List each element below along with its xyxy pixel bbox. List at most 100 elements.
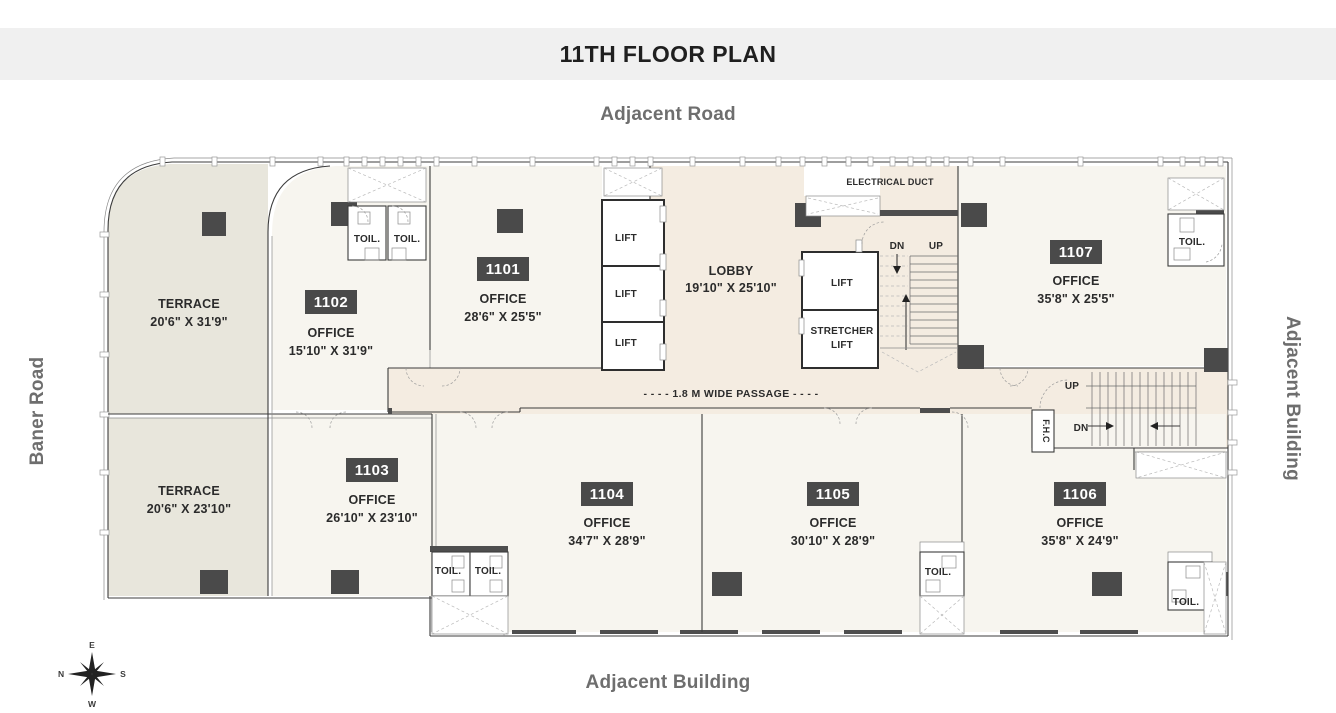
toilet-block-1105: TOIL. xyxy=(919,541,965,635)
lobby-dim: 19'10" X 25'10" xyxy=(685,281,777,295)
lift-door xyxy=(660,206,666,222)
compass-label-north: N xyxy=(58,669,64,679)
door-swing-1105 xyxy=(823,407,841,425)
toilet-block-1106: TOIL. xyxy=(1167,551,1227,635)
stair-right-up-label: UP xyxy=(1065,381,1079,392)
door-swing-1101b xyxy=(441,367,461,387)
lobby-label: LOBBY xyxy=(709,264,754,278)
column xyxy=(961,203,987,227)
unit-1107-badge xyxy=(1050,240,1102,264)
window-marks-top xyxy=(159,156,1224,167)
lift-3-label: LIFT xyxy=(615,338,637,349)
compass-label-east: E xyxy=(89,640,95,650)
terrace-lower-dim: 20'6" X 23'10" xyxy=(147,502,232,516)
column xyxy=(958,345,984,369)
door-swing-1105b xyxy=(855,407,873,425)
electrical-duct-label: ELECTRICAL DUCT xyxy=(846,177,934,187)
terrace-lower-fill xyxy=(108,418,268,596)
window-marks-left xyxy=(99,231,110,536)
unit-1101-badge xyxy=(477,257,529,281)
stair-up-arrow-head xyxy=(902,294,910,302)
unit-1104-badge xyxy=(581,482,633,506)
wc-fixture xyxy=(451,555,465,569)
unit-1105-badge xyxy=(807,482,859,506)
unit-1104-number: 1104 xyxy=(590,486,625,503)
wc-fixture xyxy=(1179,217,1195,233)
unit-1105-number: 1105 xyxy=(816,486,851,503)
stretcher-lift-label-2: LIFT xyxy=(831,340,853,351)
unit-1105-dim: 30'10" X 28'9" xyxy=(791,534,876,548)
lobby-lift-label: LIFT xyxy=(831,278,853,289)
unit-1101-dim: 28'6" X 25'5" xyxy=(464,310,541,324)
door-swing-1107 xyxy=(999,367,1019,387)
basin-fixture xyxy=(364,247,380,261)
column xyxy=(497,209,523,233)
column xyxy=(200,570,228,594)
title-bar: 11TH FLOOR PLAN xyxy=(0,28,1336,80)
fhc-label: F.H.C xyxy=(1041,419,1051,443)
basin-fixture xyxy=(451,579,465,593)
column xyxy=(331,570,359,594)
door-swing-1103b xyxy=(329,411,347,429)
terrace-lower-label: TERRACE xyxy=(158,484,220,498)
door-swing xyxy=(351,205,369,223)
toilet-label: TOIL. xyxy=(1173,597,1199,608)
unit-1102-number: 1102 xyxy=(314,294,349,311)
compass-label-south: S xyxy=(120,669,126,679)
unit-1102-badge xyxy=(305,290,357,314)
unit-1101-number: 1101 xyxy=(486,261,521,278)
wc-fixture xyxy=(397,211,411,225)
basin-fixture xyxy=(1171,589,1187,603)
door-swing-1104b xyxy=(491,411,509,429)
stair-left-up-label: UP xyxy=(929,241,943,252)
wc-fixture xyxy=(941,555,957,569)
basin-fixture xyxy=(489,579,503,593)
unit-1107-number: 1107 xyxy=(1059,244,1094,261)
door-swing-1106 xyxy=(951,411,969,429)
passage-slab-b xyxy=(388,408,392,414)
toilet-label: TOIL. xyxy=(354,234,380,245)
compass-rose: E N S W xyxy=(58,640,126,709)
unit-1106-dim: 35'8" X 24'9" xyxy=(1041,534,1118,548)
unit-1103-fill xyxy=(272,414,432,596)
toilet-block-1107: TOIL. xyxy=(1167,177,1225,267)
unit-1107-type: OFFICE xyxy=(1052,274,1099,288)
terrace-upper-fill xyxy=(108,164,268,414)
unit-1101-type: OFFICE xyxy=(479,292,526,306)
unit-1106-number: 1106 xyxy=(1063,486,1098,503)
unit-1104-type: OFFICE xyxy=(583,516,630,530)
compass-label-west: W xyxy=(88,699,97,709)
stair-dn-arrow-head xyxy=(893,266,901,274)
stair-right-up-arrow-head xyxy=(1150,422,1158,430)
partition-terrace-1102 xyxy=(267,165,331,233)
door-swing xyxy=(391,205,409,223)
unit-1107-dim: 35'8" X 25'5" xyxy=(1037,292,1114,306)
stair-right-dn-arrow-head xyxy=(1106,422,1114,430)
wc-fixture xyxy=(357,211,371,225)
label-adjacent-road-top: Adjacent Road xyxy=(600,104,736,125)
toilet-label: TOIL. xyxy=(1179,237,1205,248)
toilet-label: TOIL. xyxy=(475,566,501,577)
door-swing-1107b xyxy=(1009,367,1029,387)
page-title: 11TH FLOOR PLAN xyxy=(559,40,777,67)
door-swing-1101 xyxy=(405,367,425,387)
wc-fixture xyxy=(489,555,503,569)
lobby-lift-block: LIFT STRETCHER LIFT xyxy=(798,221,885,369)
lift-bank: LIFT LIFT LIFT xyxy=(601,167,667,371)
outer-wall-top xyxy=(107,161,1228,231)
column xyxy=(1204,348,1228,372)
unit-1105-fill xyxy=(702,414,962,632)
fhc-block: F.H.C xyxy=(1031,409,1055,453)
lift-door xyxy=(660,254,666,270)
unit-1105-type: OFFICE xyxy=(809,516,856,530)
toilet-block-bottom-center: TOIL. TOIL. xyxy=(430,546,509,635)
duct-1106-hatch-b xyxy=(1135,451,1227,479)
toilet-block-top-left: TOIL. TOIL. xyxy=(347,167,427,261)
outer-wall-top-outer xyxy=(103,157,1232,233)
label-adjacent-building-bottom: Adjacent Building xyxy=(585,672,751,693)
passage-label: - - - - 1.8 M WIDE PASSAGE - - - - xyxy=(644,388,819,400)
passage-slab-a xyxy=(920,408,950,413)
terrace-upper-label: TERRACE xyxy=(158,297,220,311)
